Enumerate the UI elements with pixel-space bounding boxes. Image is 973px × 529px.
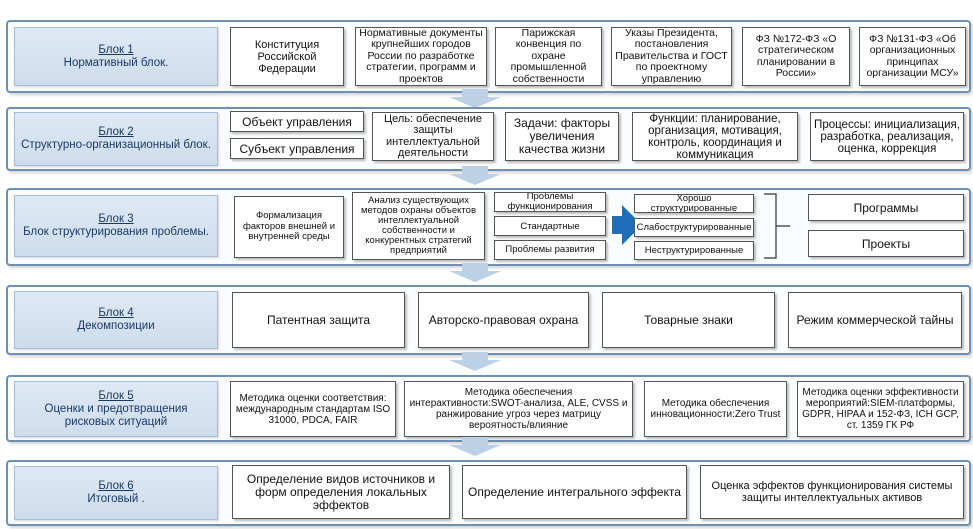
- block3-unstructured: Неструктурированные: [634, 241, 754, 260]
- block2-subtitle: Структурно-организационный блок.: [21, 139, 211, 151]
- block1-subtitle: Нормативный блок.: [63, 56, 169, 69]
- block2-processes: Процессы: инициализация, разработка, реа…: [810, 112, 964, 161]
- block1-item-paris-convention: Парижская конвенция по охране промышленн…: [495, 27, 602, 86]
- block1-item-fz172: ФЗ №172-ФЗ «О стратегическом планировани…: [742, 27, 850, 86]
- block2-functions: Функции: планирование, организация, моти…: [632, 112, 798, 161]
- block4-trademarks: Товарные знаки: [602, 292, 775, 348]
- block2-subject: Субъект управления: [230, 138, 364, 159]
- block1-item-constitution: Конституция Российской Федерации: [230, 27, 344, 86]
- block1-item-city-docs: Нормативные документы крупнейших городов…: [355, 27, 487, 86]
- block5-subtitle: Оценки и предотвращения рисковых ситуаци…: [44, 402, 188, 428]
- block3-well-structured: Хорошо структурированные: [634, 194, 754, 213]
- block1-label: Блок 1 Нормативный блок.: [14, 27, 218, 86]
- block3-label: Блок 3 Блок структурирования проблемы.: [14, 195, 218, 257]
- block6-local-effects: Определение видов источников и форм опре…: [232, 465, 450, 519]
- block6-title: Блок 6: [98, 480, 134, 492]
- block6-evaluation: Оценка эффектов функционирования системы…: [700, 465, 964, 519]
- block2-tasks: Задачи: факторы увеличения качества жизн…: [505, 112, 619, 161]
- block6-integral-effect: Определение интегрального эффекта: [462, 465, 687, 519]
- block5-compliance: Методика оценки соответствия: международ…: [230, 381, 396, 437]
- block4-copyright: Авторско-правовая охрана: [418, 292, 589, 348]
- block3-problem-functioning: Проблемы функционирования: [494, 192, 606, 212]
- block4-subtitle: Декомпозиции: [77, 320, 155, 332]
- block3-programs: Программы: [808, 194, 964, 221]
- block2-object: Объект управления: [230, 111, 364, 132]
- block2-goal: Цель: обеспечение защиты интеллектуально…: [372, 112, 494, 161]
- block1-title: Блок 1: [98, 43, 134, 56]
- block6-label: Блок 6 Итоговый .: [14, 466, 218, 520]
- block3-subtitle: Блок структурирования проблемы.: [23, 226, 209, 238]
- block5-innovation: Методика обеспечения инновационности:Zer…: [644, 381, 787, 437]
- block1-item-decrees: Указы Президента, постановления Правител…: [611, 27, 732, 86]
- block3-weakly-structured: Слабоструктурированные: [634, 218, 754, 237]
- block4-label: Блок 4 Декомпозиции: [14, 291, 218, 349]
- block5-title: Блок 5: [98, 389, 134, 402]
- block3-formalization: Формализация факторов внешней и внутренн…: [234, 196, 344, 258]
- block5-interactivity: Методика обеспечения интерактивности:SWO…: [404, 381, 633, 437]
- block3-problem-standard: Стандартные: [494, 216, 606, 236]
- block3-analysis: Анализ существующих методов охраны объек…: [352, 192, 485, 260]
- down-arrow-2: [449, 166, 501, 185]
- block1-item-fz131: ФЗ №131-ФЗ «Об организационных принципах…: [859, 27, 966, 86]
- down-arrow-5: [449, 437, 501, 456]
- block3-title: Блок 3: [98, 213, 134, 225]
- block3-bracket: [764, 193, 790, 259]
- block6-subtitle: Итоговый .: [87, 493, 145, 505]
- block2-label: Блок 2 Структурно-организационный блок.: [14, 112, 218, 166]
- block3-problem-development: Проблемы развития: [494, 240, 606, 260]
- block4-title: Блок 4: [98, 307, 134, 319]
- block2-title: Блок 2: [98, 126, 134, 138]
- down-arrow-1: [449, 89, 501, 108]
- block5-label: Блок 5 Оценки и предотвращения рисковых …: [14, 381, 218, 437]
- block3-projects: Проекты: [808, 230, 964, 257]
- block4-trade-secret: Режим коммерческой тайны: [788, 292, 962, 348]
- block5-efficiency: Методика оценки эффективности мероприяти…: [797, 381, 964, 437]
- down-arrow-4: [449, 352, 501, 371]
- block4-patent: Патентная защита: [232, 292, 405, 348]
- down-arrow-3: [449, 263, 501, 282]
